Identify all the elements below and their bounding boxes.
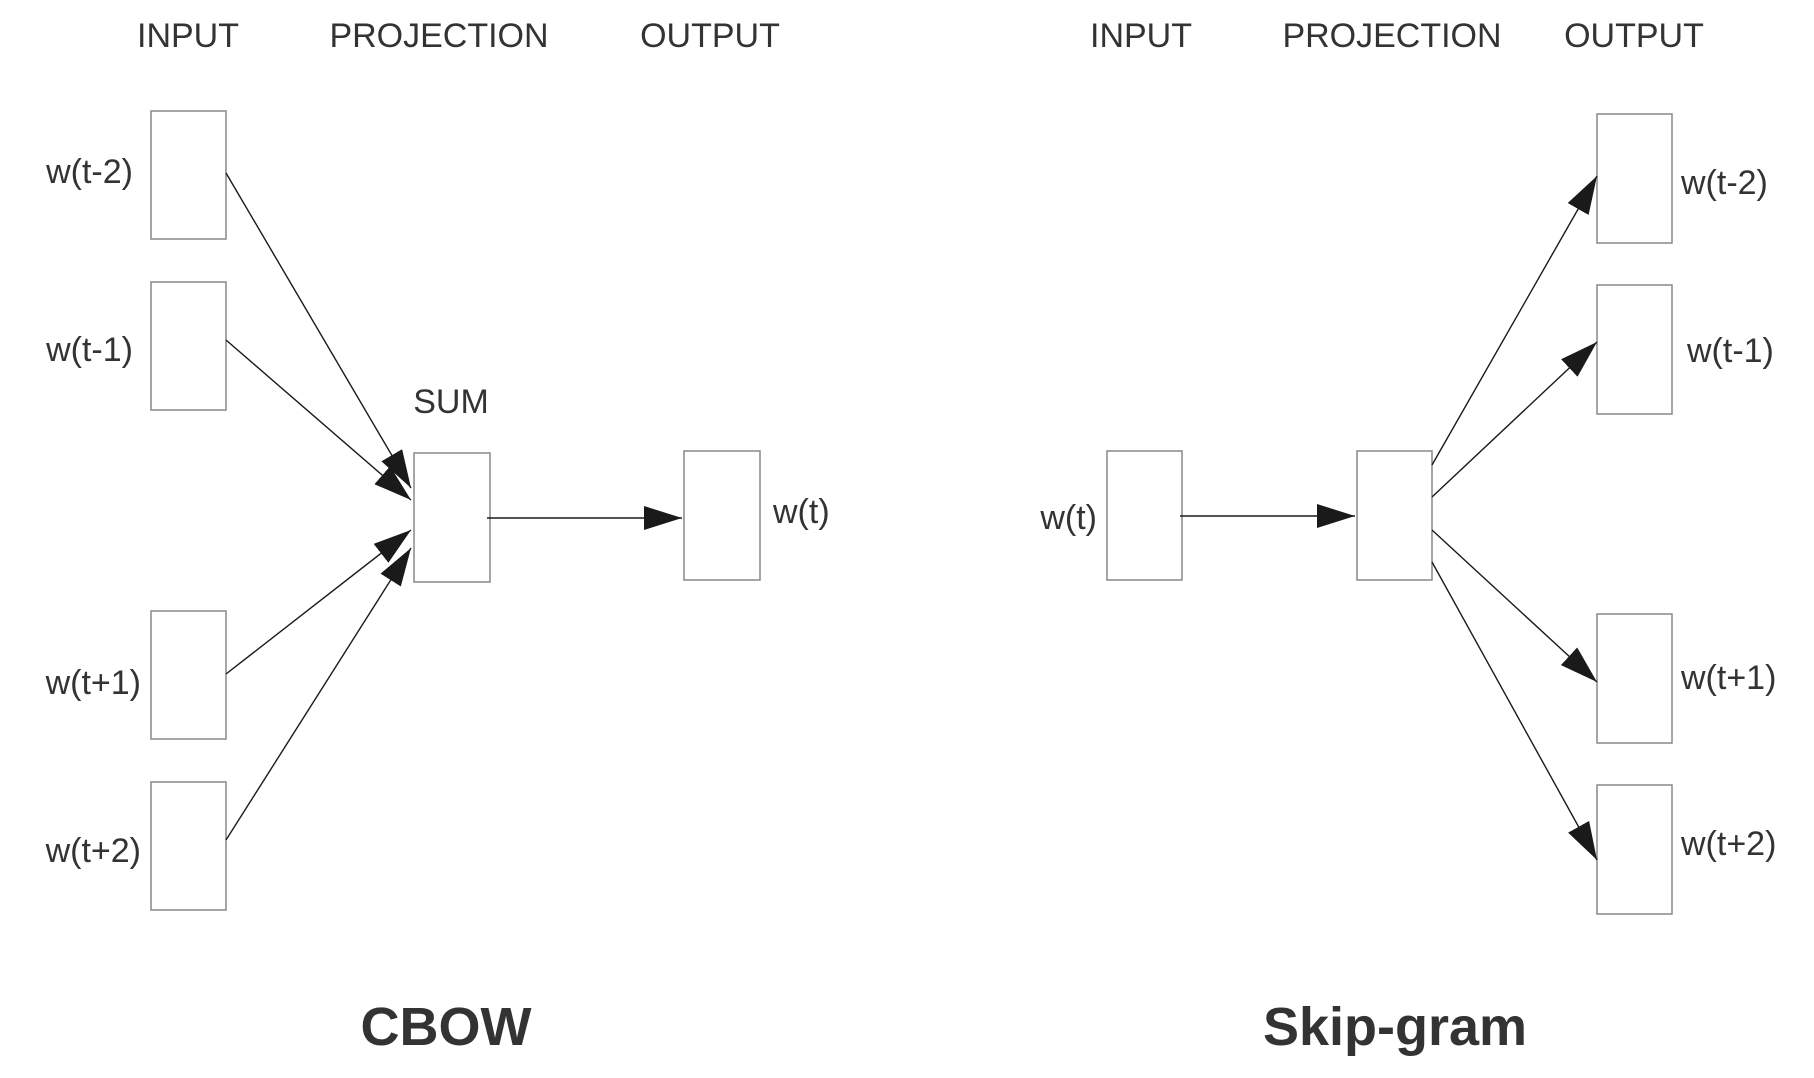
skipgram-output-box-2 — [1596, 284, 1673, 415]
skipgram-panel: INPUT PROJECTION OUTPUT w(t) w(t-2) w(t-… — [1039, 17, 1776, 1057]
cbow-panel: INPUT PROJECTION OUTPUT w(t-2) w(t-1) w(… — [45, 17, 830, 1057]
skipgram-title: Skip-gram — [1263, 997, 1527, 1057]
skipgram-output-label-4: w(t+2) — [1680, 825, 1776, 863]
cbow-arrow-2 — [225, 339, 412, 501]
cbow-input-label-1: w(t-2) — [45, 153, 133, 191]
cbow-input-box-2 — [150, 281, 227, 411]
cbow-arrow-3 — [225, 529, 412, 675]
skipgram-output-box-3 — [1596, 613, 1673, 744]
skipgram-output-label-2: w(t-1) — [1686, 332, 1774, 370]
cbow-projection-box — [413, 452, 491, 583]
skipgram-header-output: OUTPUT — [1564, 17, 1704, 55]
cbow-output-label: w(t) — [772, 493, 830, 531]
skipgram-arrow-2 — [1431, 175, 1598, 466]
skipgram-output-box-1 — [1596, 113, 1673, 244]
skipgram-input-box — [1106, 450, 1183, 581]
skipgram-output-label-3: w(t+1) — [1680, 659, 1776, 697]
cbow-arrow-4 — [225, 547, 412, 841]
skipgram-projection-box — [1356, 450, 1433, 581]
cbow-input-label-4: w(t+2) — [45, 832, 141, 870]
skipgram-output-label-1: w(t-2) — [1680, 164, 1768, 202]
cbow-sum-label: SUM — [413, 383, 489, 421]
cbow-input-label-2: w(t-1) — [45, 331, 133, 369]
cbow-header-input: INPUT — [137, 17, 239, 55]
cbow-title: CBOW — [361, 997, 532, 1057]
cbow-input-box-4 — [150, 781, 227, 911]
skipgram-arrow-5 — [1431, 561, 1598, 861]
cbow-input-box-3 — [150, 610, 227, 740]
skipgram-output-box-4 — [1596, 784, 1673, 915]
cbow-output-box — [683, 450, 761, 581]
skipgram-header-input: INPUT — [1090, 17, 1192, 55]
cbow-header-output: OUTPUT — [640, 17, 780, 55]
cbow-arrow-1 — [225, 172, 412, 489]
cbow-input-box-1 — [150, 110, 227, 240]
skipgram-arrow-3 — [1431, 341, 1598, 498]
skipgram-header-projection: PROJECTION — [1282, 17, 1501, 55]
skipgram-arrow-4 — [1431, 529, 1598, 683]
cbow-header-projection: PROJECTION — [329, 17, 548, 55]
cbow-input-label-3: w(t+1) — [45, 664, 141, 702]
skipgram-input-label: w(t) — [1039, 499, 1097, 537]
